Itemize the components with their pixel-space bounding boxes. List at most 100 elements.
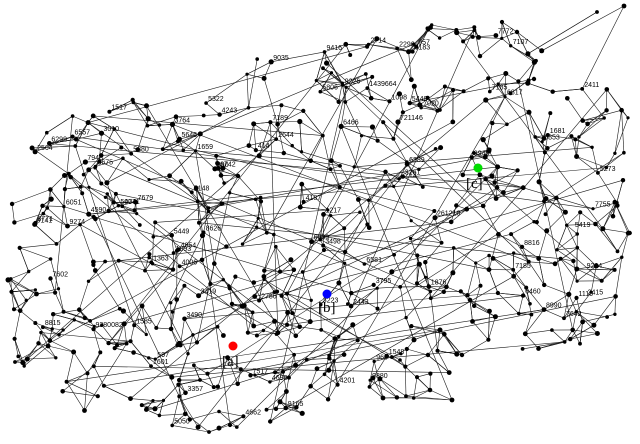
graph-node: [595, 10, 599, 14]
graph-node: [408, 236, 413, 241]
graph-node: [494, 185, 500, 190]
graph-node: [420, 185, 425, 189]
graph-edge: [274, 291, 401, 361]
graph-node: [511, 267, 516, 272]
graph-edge: [170, 285, 185, 303]
graph-edge: [7, 279, 21, 311]
graph-edge: [405, 389, 431, 397]
graph-node: [437, 36, 442, 40]
graph-node: [589, 290, 593, 294]
graph-edge: [596, 265, 615, 271]
graph-edge: [497, 292, 520, 314]
graph-edge: [338, 251, 346, 284]
graph-edge: [338, 282, 352, 307]
graph-edge: [568, 294, 577, 312]
graph-node: [191, 333, 195, 337]
graph-node: [285, 291, 289, 296]
graph-edge: [544, 134, 549, 153]
graph-edge: [193, 365, 208, 374]
graph-edge: [556, 225, 567, 250]
graph-node: [536, 346, 541, 351]
graph-edge: [329, 354, 345, 356]
graph-edge: [554, 247, 578, 265]
graph-edge: [572, 311, 577, 330]
graph-node: [12, 307, 16, 312]
graph-edge: [416, 264, 420, 284]
graph-edge: [253, 121, 271, 125]
graph-edge: [621, 233, 629, 258]
graph-edge: [118, 260, 146, 271]
graph-edge: [124, 179, 624, 325]
graph-edge: [498, 234, 523, 248]
graph-node: [47, 338, 53, 343]
graph-node: [574, 310, 578, 314]
graph-node: [147, 252, 152, 257]
graph-node: [350, 322, 356, 328]
graph-edge: [214, 263, 230, 289]
graph-edge: [621, 110, 625, 153]
graph-node: [106, 208, 111, 214]
graph-edge: [396, 48, 412, 80]
graph-node: [415, 281, 419, 286]
graph-edge: [482, 187, 498, 207]
graph-edge: [229, 175, 239, 193]
graph-edge: [439, 89, 454, 111]
graph-edge: [107, 193, 189, 354]
graph-edge: [40, 332, 49, 347]
node-label: 1098: [392, 94, 408, 101]
graph-node: [308, 158, 314, 164]
graph-node: [558, 256, 563, 261]
graph-edge: [606, 89, 629, 118]
graph-edge: [276, 138, 302, 152]
graph-edge: [197, 201, 200, 223]
graph-node: [62, 187, 67, 192]
graph-node: [68, 175, 74, 180]
graph-edge: [34, 136, 73, 153]
node-label: 3010: [104, 126, 120, 133]
graph-node: [336, 99, 341, 104]
graph-edge: [248, 138, 277, 146]
graph-node: [112, 346, 117, 351]
graph-edge: [353, 135, 362, 167]
graph-edge: [300, 206, 328, 211]
node-label: 9274: [70, 219, 86, 226]
graph-edge: [556, 197, 567, 226]
graph-node: [394, 395, 400, 400]
graph-node: [161, 398, 166, 402]
graph-node: [135, 212, 139, 216]
node-label: 2296: [399, 41, 415, 48]
graph-edge: [197, 201, 222, 205]
graph-edge: [198, 283, 211, 296]
graph-node: [85, 120, 91, 126]
graph-edge: [528, 112, 536, 137]
graph-edge: [93, 115, 115, 130]
graph-edge: [270, 121, 300, 123]
graph-edge: [466, 205, 484, 210]
graph-node: [92, 268, 98, 273]
graph-node: [217, 409, 221, 414]
graph-node: [281, 369, 285, 374]
graph-edge: [162, 148, 184, 151]
graph-node: [391, 136, 396, 141]
graph-edge: [14, 121, 453, 363]
graph-node: [116, 204, 121, 208]
graph-edge: [475, 255, 490, 264]
graph-edge: [497, 292, 524, 296]
node-label: 6742: [220, 161, 236, 168]
graph-edge: [472, 321, 489, 340]
graph-edge: [264, 246, 277, 271]
graph-node: [467, 297, 473, 303]
node-label: 5050: [174, 418, 190, 425]
graph-edge: [552, 88, 583, 92]
graph-edge: [575, 139, 577, 157]
graph-edge: [504, 96, 530, 113]
graph-node: [214, 153, 219, 158]
graph-edge: [99, 147, 122, 162]
graph-node: [424, 275, 428, 279]
graph-node: [82, 315, 88, 321]
graph-edge: [543, 309, 565, 319]
graph-node: [73, 137, 79, 142]
graph-node: [195, 199, 200, 204]
graph-node: [389, 269, 395, 275]
graph-node: [93, 216, 98, 222]
